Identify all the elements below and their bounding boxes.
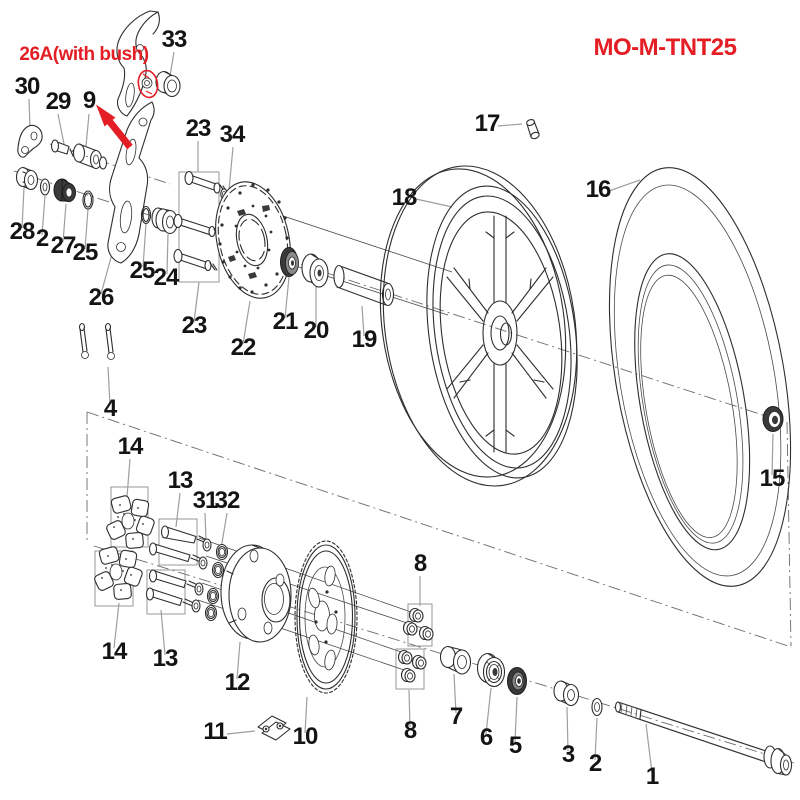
part-label-3: 3 [562, 741, 575, 768]
washer-2-left [39, 178, 51, 196]
part-label-13-top: 13 [168, 467, 193, 494]
part-label-24: 24 [154, 264, 180, 291]
part-label-34: 34 [220, 121, 246, 148]
adjuster-body-9 [72, 143, 108, 170]
red-annotations: 26A(with bush) MO-M-TNT25 [19, 34, 737, 150]
bearing-20 [301, 253, 329, 288]
red-highlight-marks [142, 73, 153, 95]
spacer-7 [439, 645, 472, 675]
part-label-31: 31 [193, 487, 218, 514]
disc-bolts-23 [173, 170, 228, 272]
sprocket-hub-12 [220, 544, 292, 643]
rear-wheel-18 [379, 165, 578, 487]
part-label-6: 6 [480, 724, 493, 751]
bush-33 [155, 70, 181, 98]
part-label-14-bottom: 14 [102, 638, 128, 665]
part-label-13-bottom: 13 [153, 645, 178, 672]
part-label-32: 32 [215, 487, 240, 514]
page-title: MO-M-TNT25 [594, 34, 737, 61]
part-label-25-left: 25 [73, 239, 98, 266]
bearing-15 [762, 406, 784, 432]
part-label-7: 7 [450, 703, 463, 730]
nuts-8 [397, 607, 434, 683]
part-label-21: 21 [273, 308, 298, 335]
part-label-10: 10 [293, 723, 318, 750]
part-label-17: 17 [475, 110, 500, 137]
oring-25-left [82, 190, 94, 210]
washer-2-right [591, 697, 603, 717]
leader-lines [21, 51, 774, 774]
part-label-30: 30 [15, 73, 40, 100]
adjuster-bolt-29 [50, 139, 76, 158]
part-label-9: 9 [83, 87, 96, 114]
red-arrow [96, 104, 133, 150]
disc-holes [218, 183, 289, 294]
part-label-23-bottom: 23 [182, 312, 207, 339]
chain-link-11 [257, 715, 291, 741]
part-label-28: 28 [10, 218, 35, 245]
cotter-pins-4 [78, 322, 115, 360]
washers-31 [191, 538, 212, 613]
wheel-spokes [446, 215, 554, 453]
part-label-20: 20 [304, 317, 329, 344]
adjuster-lever-30 [17, 124, 43, 158]
red-highlight-circle [137, 69, 159, 99]
part-label-19: 19 [352, 326, 377, 353]
part-label-5: 5 [509, 732, 522, 759]
sprocket-10 [294, 540, 358, 694]
cush-dampers-14 [94, 495, 155, 600]
part-label-22: 22 [231, 334, 256, 361]
oil-seal-5 [507, 667, 527, 695]
part-label-4: 4 [104, 395, 118, 422]
part-label-25-right: 25 [130, 257, 155, 284]
damper-cluster-top [106, 495, 155, 549]
valve-stem-17 [526, 118, 540, 140]
part-label-33: 33 [162, 26, 187, 53]
bushing-27 [53, 178, 76, 203]
part-label-29: 29 [46, 88, 71, 115]
axle-1 [614, 701, 793, 776]
callout-26a-with-bush: 26A(with bush) [19, 44, 148, 65]
part-label-15: 15 [760, 465, 785, 492]
spacer-3 [553, 680, 580, 707]
brake-disc-22 [215, 181, 291, 299]
part-number-labels: 33 30 29 9 23 34 17 18 16 28 2 27 25 25 … [10, 26, 786, 790]
axle-nut-28 [15, 166, 39, 191]
part-label-8-bottom: 8 [404, 717, 417, 744]
part-label-1: 1 [646, 763, 659, 790]
nuts-32 [204, 543, 229, 622]
part-label-27: 27 [51, 232, 76, 259]
damper-cluster-bottom [94, 546, 143, 600]
bearing-21 [280, 247, 299, 277]
bearing-6 [476, 652, 506, 688]
part-label-8-top: 8 [414, 550, 427, 577]
axle-tube-19 [333, 264, 395, 307]
part-label-16: 16 [586, 176, 611, 203]
part-label-11: 11 [203, 718, 227, 745]
part-label-18: 18 [392, 184, 417, 211]
sprocket-bolts-13 [145, 525, 208, 608]
part-label-2-left: 2 [36, 225, 49, 252]
part-label-14-top: 14 [118, 433, 144, 460]
part-label-2-right: 2 [589, 750, 602, 777]
oring-25-right [140, 205, 152, 225]
part-label-26: 26 [89, 284, 114, 311]
chain-adjuster-plate-26a [116, 10, 160, 117]
part-label-12: 12 [225, 669, 250, 696]
part-label-23-top: 23 [186, 115, 211, 142]
tire-16 [608, 167, 792, 587]
